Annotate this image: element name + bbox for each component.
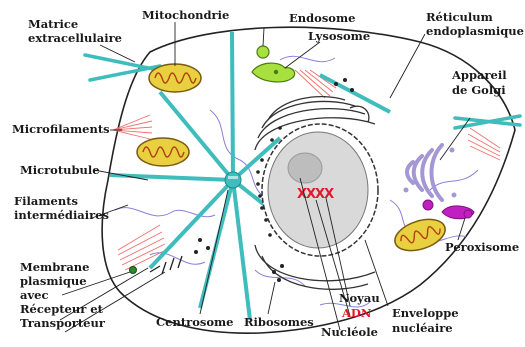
centrosome [225, 172, 241, 188]
label-matrice-line2: extracellulaire [28, 31, 122, 45]
label-membrane-line1: Membrane [20, 260, 89, 274]
label-noyau: Noyau [339, 291, 380, 305]
label-enveloppe-line1: Enveloppe [392, 306, 459, 320]
label-endosome: Endosome [289, 11, 355, 25]
label-golgi-line1: Appareil [451, 68, 507, 82]
label-matrice-line1: Matrice [28, 17, 78, 31]
label-membrane-line5: Transporteur [20, 316, 106, 330]
label-microfilaments: Microfilaments [12, 122, 110, 136]
label-membrane-line3: avec [20, 288, 48, 302]
membrane-receptor [130, 267, 137, 274]
label-microtubule: Microtubule [20, 163, 100, 177]
label-filaments-line2: intermédiaires [14, 208, 109, 222]
nucleus: XXXX [262, 124, 378, 256]
label-filaments-line1: Filaments [14, 194, 78, 208]
label-ribosomes: Ribosomes [244, 315, 314, 329]
label-golgi-line2: de Golgi [452, 83, 506, 97]
label-centrosome: Centrosome [156, 315, 234, 329]
endosome [257, 46, 269, 58]
label-adn: ADN [341, 306, 372, 320]
mitochondrion-left [137, 138, 189, 166]
nucleolus [288, 153, 322, 183]
label-peroxisome: Peroxisome [445, 240, 519, 254]
label-reticulum-line2: endoplasmique [426, 24, 524, 38]
label-enveloppe-line2: nucléaire [392, 321, 453, 335]
label-reticulum-line1: Réticulum [426, 10, 493, 24]
label-nucleole: Nucléole [321, 325, 378, 339]
label-mitochondrie: Mitochondrie [142, 8, 229, 22]
mitochondrion-top [149, 64, 201, 92]
label-membrane-line4: Récepteur et [20, 302, 104, 316]
label-membrane-line2: plasmique [20, 274, 87, 288]
label-lysosome: Lysosome [308, 29, 370, 43]
